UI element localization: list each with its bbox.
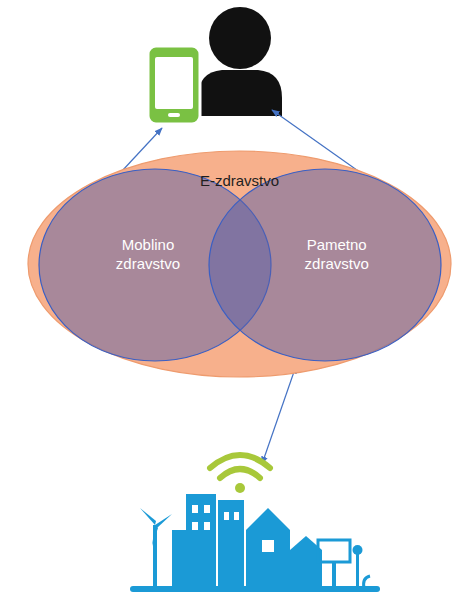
region-label: Moblino zdravstvo [103,236,193,274]
phone-icon [148,46,200,124]
city-icon [130,455,380,592]
region-label: Pametno zdravstvo [292,236,382,274]
person-icon [198,7,282,116]
region-ellipse: Pametno zdravstvo [208,168,442,362]
region-title: E-zdravstvo [200,172,279,191]
region-ellipse: E-zdravstvoMoblino zdravstvo Pametno zdra… [27,150,452,378]
ellipse-shape [28,151,451,377]
connector-arrow [262,366,296,464]
ellipse-shape [209,169,441,361]
